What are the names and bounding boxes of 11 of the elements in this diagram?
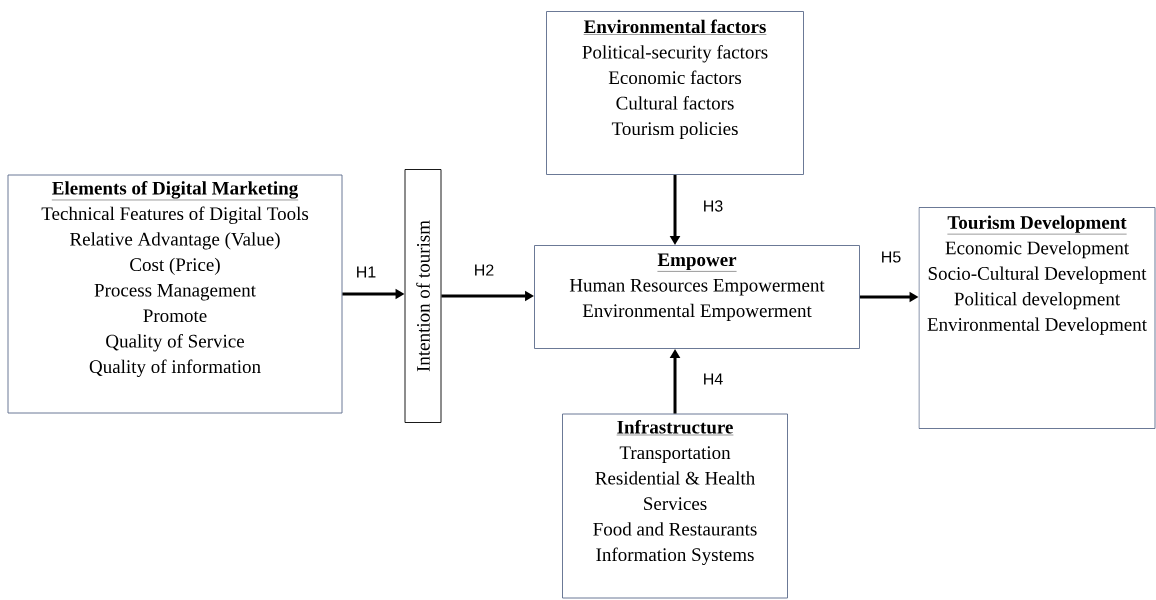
concept-box: Empower Human Resources Empowerment Environmental Empowerment	[534, 245, 860, 349]
edge-label: H2	[472, 263, 496, 277]
edge-label: H1	[354, 265, 378, 279]
concept-box: Elements of Digital Marketing Technical Features of Digital Tools Relative Advantage (Value) Cost (Price) Process Management Promote Quality of Service Quality of information	[7, 174, 343, 414]
concept-box: Intention of tourism	[404, 169, 442, 423]
concept-box: Environmental factors Political-security factors Economic factors Cultural factors Tourism policies	[546, 11, 804, 175]
concept-box: Tourism Development Economic Development Socio-Cultural Development Political development Environmental Development	[918, 207, 1156, 429]
edge-label: H3	[701, 199, 725, 213]
edge-label: H4	[701, 372, 725, 386]
concept-box: Infrastructure Transportation Residential & Health Services Food and Restaurants Information Systems	[562, 413, 788, 599]
edge-label: H5	[879, 250, 903, 264]
